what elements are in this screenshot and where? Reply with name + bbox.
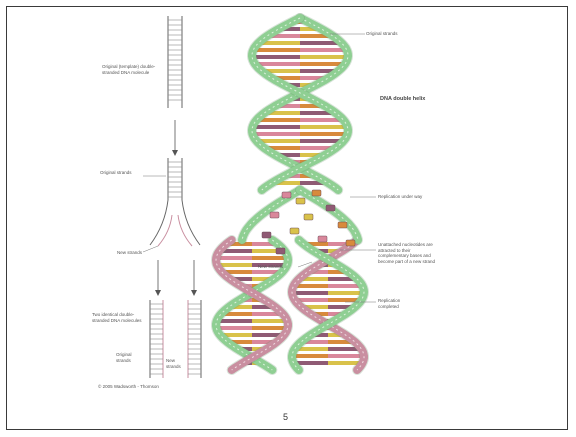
arrow-down-icon: [172, 120, 178, 156]
copyright-text: © 2005 Wadsworth - Thomson: [98, 384, 159, 390]
original-dna-ladder: [168, 16, 182, 108]
label-new-strands-bottom: New strands: [166, 358, 186, 369]
free-nucleotide: [290, 228, 299, 234]
diagram-title: DNA double helix: [380, 96, 425, 102]
free-nucleotide: [282, 192, 291, 198]
label-original-molecule: Original (template) double-stranded DNA …: [102, 64, 160, 75]
free-nucleotide: [270, 212, 279, 218]
label-original-strands-bottom: Original strands: [116, 352, 146, 363]
label-replication-under-way: Replication under way: [378, 194, 422, 200]
arrow-down-left-icon: [155, 260, 161, 296]
label-unattached-nucleotides: Unattached nucleotides are attracted to …: [378, 242, 438, 264]
free-nucleotide: [318, 236, 327, 242]
replication-fork-schematic: [150, 158, 200, 246]
free-nucleotide: [304, 214, 313, 220]
label-two-identical-molecules: Two identical double-stranded DNA molecu…: [92, 312, 144, 323]
label-new-strands-helix: New strands: [258, 264, 283, 270]
free-nucleotide: [276, 248, 285, 254]
dna-double-helix: [216, 18, 364, 370]
page-number: 5: [283, 412, 288, 422]
free-nucleotide: [296, 198, 305, 204]
label-replication-completed: Replication completed: [378, 298, 414, 309]
label-original-strands-fork: Original strands: [100, 170, 132, 176]
free-nucleotide: [338, 222, 347, 228]
label-original-strands-top: Original strands: [366, 31, 398, 37]
arrow-down-right-icon: [191, 260, 197, 296]
free-nucleotide: [326, 205, 335, 211]
free-nucleotide: [312, 190, 321, 196]
label-new-strands-fork: New strands: [117, 250, 142, 256]
free-nucleotide: [346, 240, 355, 246]
free-nucleotide: [262, 232, 271, 238]
